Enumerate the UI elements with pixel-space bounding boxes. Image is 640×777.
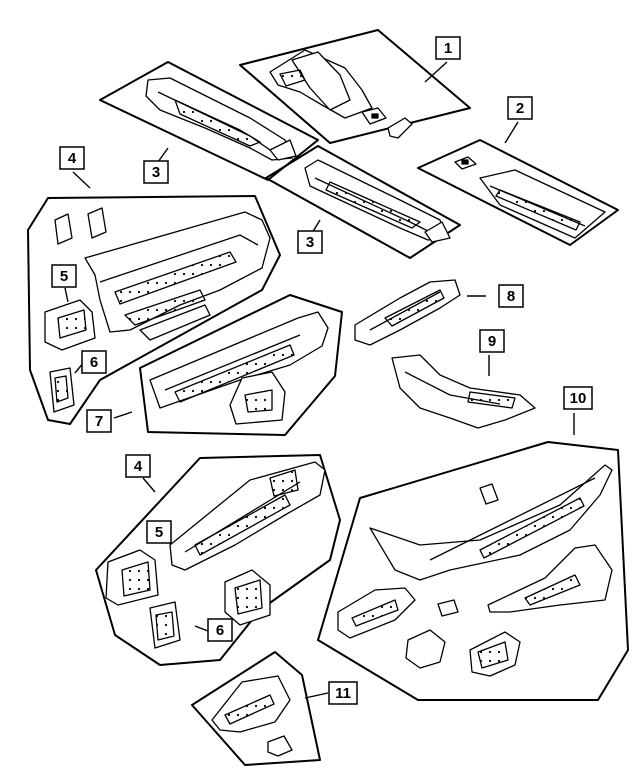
callout-3a-frame: [143, 160, 169, 184]
part-11-floor-bracket: [211, 675, 293, 757]
part-10-body-side-rail: [337, 464, 613, 677]
part-5b-bracket: [105, 549, 159, 606]
callout-6a-box: 6: [81, 350, 107, 374]
callout-3b-label: 3: [306, 234, 314, 251]
callout-6b-frame: [207, 618, 233, 642]
callout-6b-box: 6: [207, 618, 233, 642]
callout-3b-box: 3: [297, 230, 323, 254]
callout-4a-frame: [59, 146, 85, 170]
callout-6a-label: 6: [90, 354, 98, 371]
panel-3b-outline: [265, 145, 461, 259]
callout-6a-frame: [81, 350, 107, 374]
callout-4a-box: 4: [59, 146, 85, 170]
panel-4a-outline: [27, 195, 281, 425]
callout-5a-box: 5: [51, 264, 77, 288]
callout-7-frame: [86, 409, 112, 433]
part-3a-crossmember: [145, 77, 297, 161]
callout-8-frame: [498, 284, 524, 308]
callout-10-box: 10: [563, 386, 593, 410]
callout-4b-frame: [125, 454, 151, 478]
callout-4a-label: 4: [68, 150, 77, 167]
part-5a-bracket: [44, 299, 96, 351]
panel-10-outline: [317, 441, 629, 701]
callout-1-frame: [435, 36, 461, 60]
callout-2-frame: [507, 96, 533, 120]
panel-2-outline: [417, 139, 619, 246]
part-6a-bracket: [49, 367, 75, 413]
callout-11-label: 11: [335, 685, 351, 702]
callout-8-label: 8: [507, 288, 515, 305]
callout-2-box: 2: [507, 96, 533, 120]
callout-5b-frame: [146, 520, 172, 544]
part-1-floor-tunnel: [269, 49, 413, 139]
leader-6b: [194, 625, 209, 632]
callout-3b-frame: [297, 230, 323, 254]
callout-4b-label: 4: [134, 458, 143, 475]
leader-5a: [64, 287, 69, 303]
callout-3a-box: 3: [143, 160, 169, 184]
part-4a-frame-rail: [54, 207, 271, 341]
callout-5a-frame: [51, 264, 77, 288]
callouts: 1 2 3 3 4 5 6 7 8 9 10 4 5 6 11: [51, 36, 593, 705]
part-9-floor-pan-side: [391, 354, 536, 429]
callout-9-label: 9: [488, 333, 496, 350]
leader-7: [113, 411, 133, 419]
callout-5b-label: 5: [155, 524, 163, 541]
leader-11: [304, 692, 329, 699]
callout-1-box: 1: [435, 36, 461, 60]
callout-7-box: 7: [86, 409, 112, 433]
leader-1: [424, 61, 448, 83]
part-7-rail-reinforcement: [149, 311, 329, 425]
callout-7-label: 7: [95, 413, 103, 430]
callout-5b-box: 5: [146, 520, 172, 544]
callout-6b-label: 6: [216, 622, 224, 639]
callout-11-box: 11: [328, 681, 358, 705]
callout-5a-label: 5: [60, 268, 68, 285]
leader-4a: [72, 171, 91, 189]
callout-10-frame: [563, 386, 593, 410]
panel-4b-outline: [95, 454, 341, 666]
part-3b-crossmember: [304, 159, 451, 243]
callout-11-frame: [328, 681, 358, 705]
leader-4b: [142, 477, 156, 493]
callout-2-label: 2: [516, 100, 524, 117]
part-4b-frame-rail: [169, 461, 326, 571]
panel-3a-outline: [99, 61, 319, 181]
leader-2: [504, 121, 519, 144]
callout-9-box: 9: [479, 329, 505, 353]
part-6b-bracket: [149, 569, 271, 649]
callout-4b-box: 4: [125, 454, 151, 478]
callout-9-frame: [479, 329, 505, 353]
panel-11-outline: [191, 651, 321, 766]
callout-1-label: 1: [444, 40, 452, 57]
panel-7-outline: [139, 294, 343, 436]
panel-1-outline: [239, 29, 471, 144]
callout-3a-label: 3: [152, 164, 160, 181]
leader-3a: [157, 147, 169, 163]
part-8-tunnel-reinforcement: [354, 279, 461, 346]
callout-8-box: 8: [498, 284, 524, 308]
part-2-floor-pan: [454, 156, 606, 239]
callout-10-label: 10: [570, 390, 587, 407]
